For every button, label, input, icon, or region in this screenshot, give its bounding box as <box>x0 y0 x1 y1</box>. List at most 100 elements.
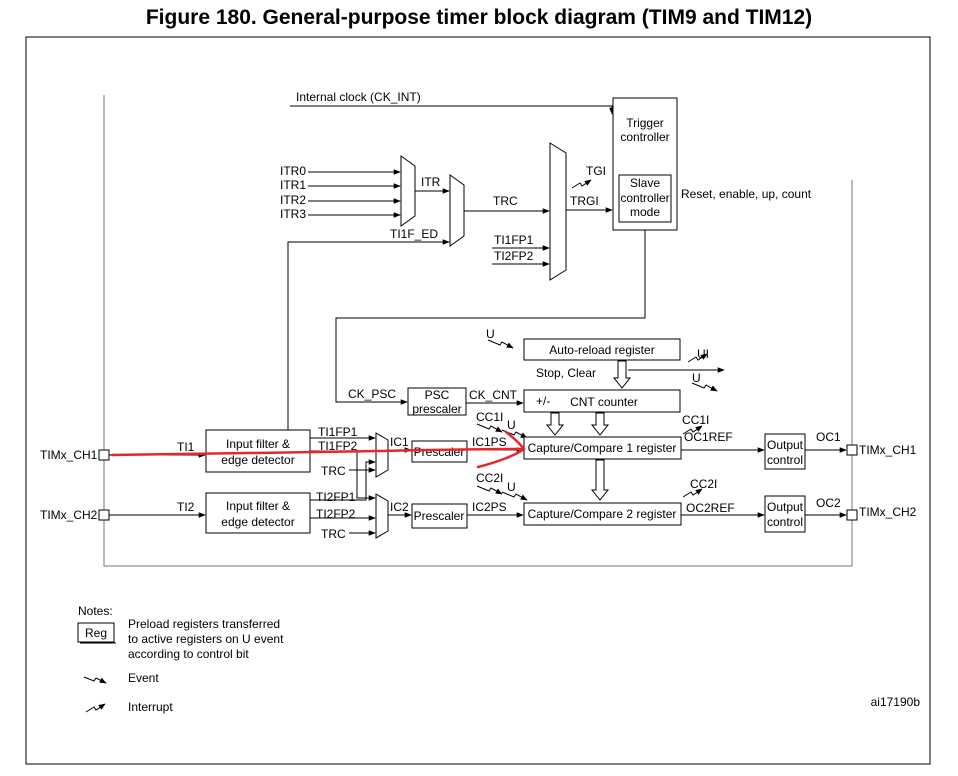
ti2fp2-top-label: TI2FP2 <box>494 249 534 263</box>
trc1-label: TRC <box>321 464 346 478</box>
itr1-label: ITR1 <box>280 178 306 192</box>
reg-legend-box <box>77 622 115 643</box>
output-control-1-line2: control <box>767 453 803 467</box>
slave-controller-box <box>618 174 672 223</box>
cc2i-in-label: CC2I <box>476 471 503 485</box>
ic2-label: IC2 <box>390 500 409 514</box>
reg-text-line3: according to control bit <box>128 647 249 661</box>
ti1-label: TI1 <box>177 440 195 454</box>
auto-reload-label: Auto-reload register <box>549 343 654 357</box>
prescaler-2-box <box>411 503 468 529</box>
ref-code: ai17190b <box>871 695 921 709</box>
ic1ps-label: IC1PS <box>472 435 507 449</box>
reg-legend-label: Reg <box>85 626 107 640</box>
trigger-controller-line2: controller <box>620 130 669 144</box>
event-legend-label: Event <box>128 671 159 685</box>
reg-text-line2: to active registers on U event <box>128 632 284 646</box>
psc-prescaler-box <box>407 387 467 416</box>
input-filter-1-line1: Input filter & <box>226 437 290 451</box>
ui-interrupt-icon <box>687 353 708 363</box>
ti1fp1-top-label: TI1FP1 <box>494 233 534 247</box>
slave-controller-line1: Slave <box>630 176 660 190</box>
auto-reload-box <box>523 338 681 361</box>
psc-prescaler-line1: PSC <box>425 388 450 402</box>
channel-boundary <box>103 95 853 567</box>
trc2-label: TRC <box>321 527 346 541</box>
timx-ch2-in-label: TIMx_CH2 <box>40 508 98 522</box>
red-annotation-arrow <box>110 430 526 469</box>
figure-title: Figure 180. General-purpose timer block … <box>145 6 813 29</box>
cc1i-out-label: CC1I <box>682 413 709 427</box>
reg-text-line1: Preload registers transferred <box>128 617 280 631</box>
ic2-mux <box>375 493 389 539</box>
stop-clear-label: Stop, Clear <box>536 366 596 380</box>
output-control-2-line2: control <box>767 515 803 529</box>
outer-frame <box>25 36 931 765</box>
ic1-label: IC1 <box>390 435 409 449</box>
trgi-mux <box>549 142 567 281</box>
capture-compare-1-label: Capture/Compare 1 register <box>528 441 677 455</box>
trc-mux <box>449 174 465 247</box>
u-event-arr-label: U <box>486 327 495 341</box>
oc1ref-label: OC1REF <box>684 430 733 444</box>
input-filter-2-line2: edge detector <box>221 515 294 529</box>
ti1f-ed-label: TI1F_ED <box>390 227 438 241</box>
ti2-label: TI2 <box>177 500 195 514</box>
ck-psc-label: CK_PSC <box>348 387 396 401</box>
ti2fp1-label: TI2FP1 <box>316 490 356 504</box>
cc2i-in-event-icon <box>476 485 503 495</box>
interrupt-legend-icon <box>85 703 106 713</box>
internal-clock-label: Internal clock (CK_INT) <box>296 90 421 104</box>
tgi-label: TGI <box>586 164 606 178</box>
itr0-label: ITR0 <box>280 164 306 178</box>
ti2fp1-line <box>310 459 376 501</box>
cc1-to-cc2-arrow <box>590 459 610 501</box>
internal-clock-line <box>290 105 615 115</box>
input-filter-1-box <box>205 429 311 473</box>
event-legend-icon <box>83 676 107 684</box>
itr3-label: ITR3 <box>280 207 306 221</box>
ic1-mux <box>375 432 389 478</box>
ti2fp2-label: TI2FP2 <box>316 507 356 521</box>
u-cc2-event-icon <box>501 491 528 501</box>
output-control-1-box <box>764 433 806 470</box>
slave-controller-line2: controller <box>620 191 669 205</box>
ic2ps-label: IC2PS <box>472 500 507 514</box>
capture-compare-2-box <box>523 502 682 526</box>
itr-mux <box>400 155 416 227</box>
timx-ch1-in-label: TIMx_CH1 <box>40 448 98 462</box>
capture-compare-2-label: Capture/Compare 2 register <box>528 507 677 521</box>
cc1i-out-interrupt-icon <box>682 425 703 435</box>
oc2-label: OC2 <box>816 496 841 510</box>
output-control-2-box <box>764 495 806 533</box>
interrupt-legend-label: Interrupt <box>128 700 173 714</box>
output-control-1-line1: Output <box>767 438 804 452</box>
timx-ch2-out-pad <box>846 509 858 521</box>
cc2i-out-label: CC2I <box>690 477 717 491</box>
cc1i-in-event-icon <box>476 423 503 433</box>
itr-label: ITR <box>421 175 441 189</box>
trc-top-label: TRC <box>493 194 518 208</box>
itr2-label: ITR2 <box>280 193 306 207</box>
input-filter-2-line1: Input filter & <box>226 499 290 513</box>
oc1-label: OC1 <box>816 430 841 444</box>
prescaler-1-label: Prescaler <box>414 445 465 459</box>
timx-ch1-out-label: TIMx_CH1 <box>859 443 917 457</box>
prescaler-2-label: Prescaler <box>414 509 465 523</box>
cc1i-in-label: CC1I <box>476 410 503 424</box>
ti1fp2-label: TI1FP2 <box>318 439 358 453</box>
u-out-event-icon <box>691 382 718 392</box>
ui-label: UI <box>697 347 709 361</box>
cnt-counter-box <box>523 389 681 413</box>
u-cc1-label: U <box>507 418 516 432</box>
arr-to-cnt-arrow <box>612 360 632 389</box>
cnt-to-cc1-arrow-left <box>545 412 565 436</box>
tgi-interrupt-icon <box>571 179 592 189</box>
input-filter-2-box <box>205 492 311 534</box>
input-filter-1-line2: edge detector <box>221 453 294 467</box>
ck-cnt-label: CK_CNT <box>469 388 518 402</box>
timx-ch1-in-pad <box>98 449 110 461</box>
cc2i-out-interrupt-icon <box>682 488 703 498</box>
